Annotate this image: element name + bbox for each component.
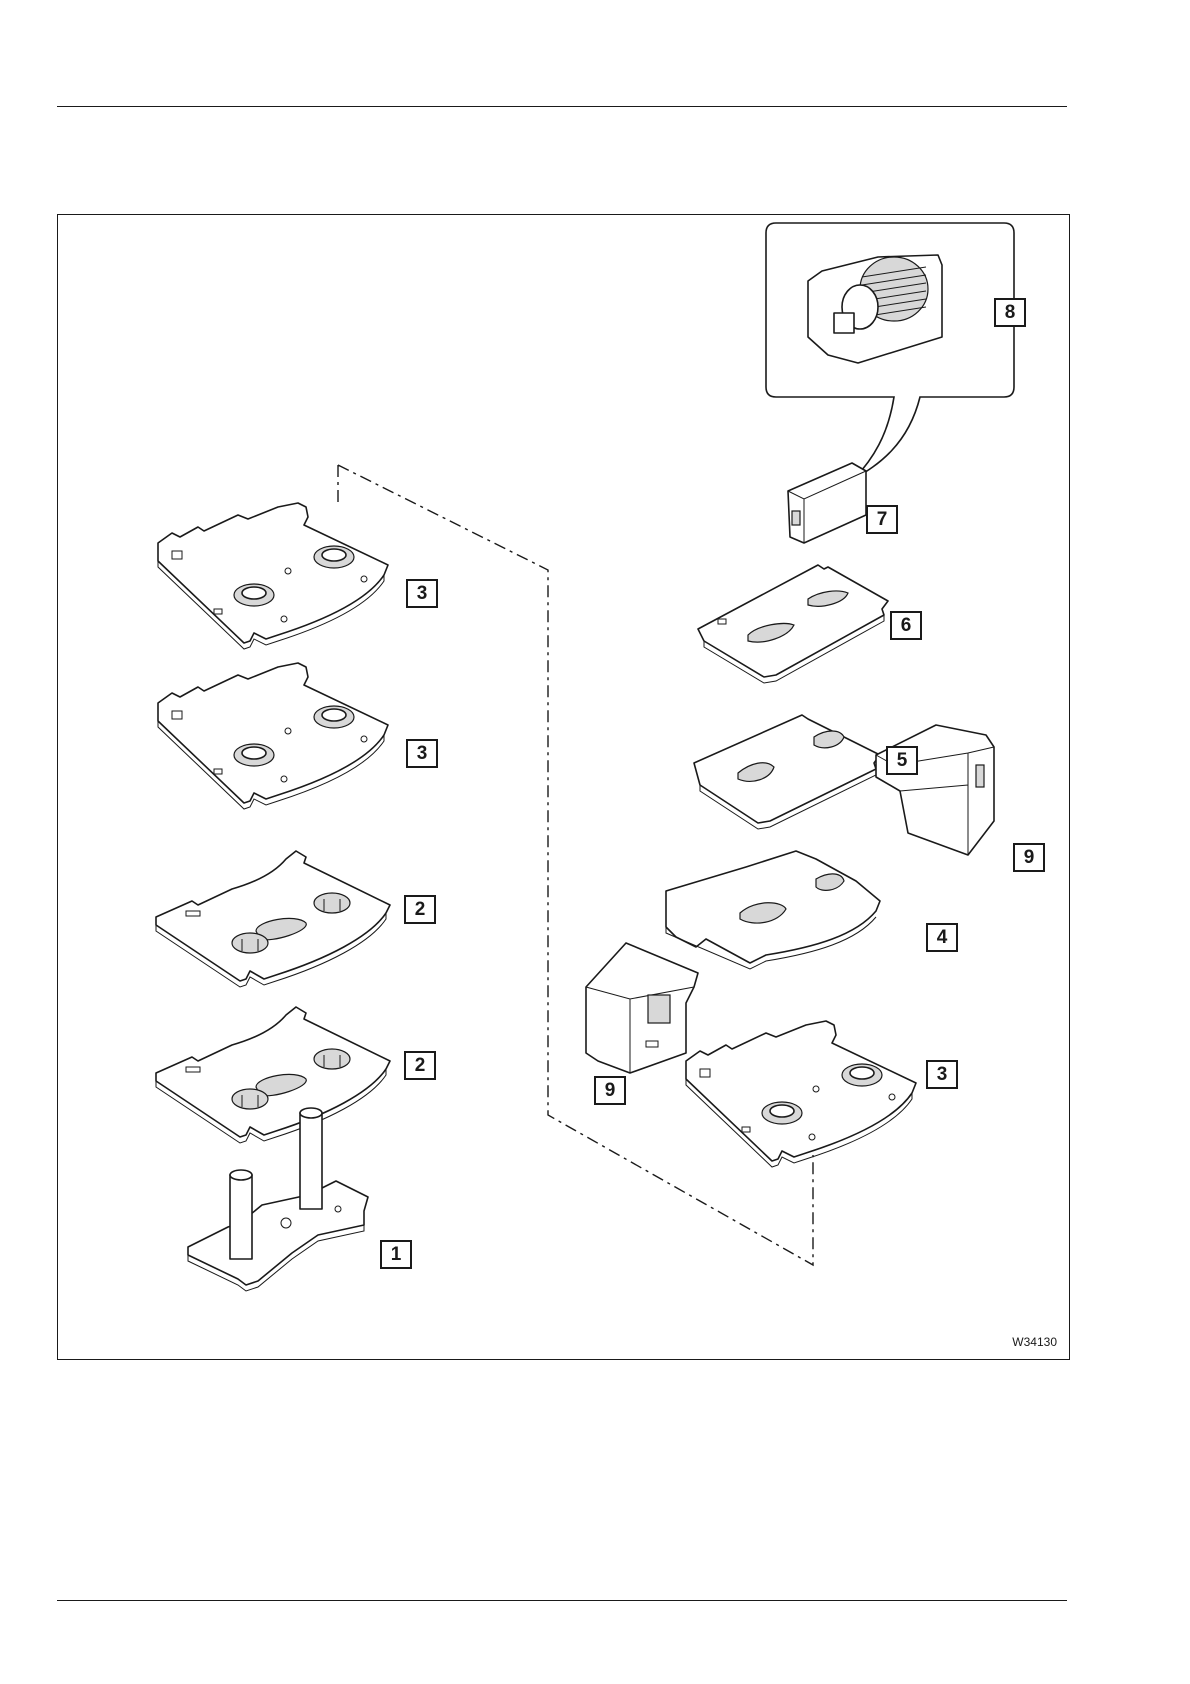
figure-frame: 8 7 3 6 3 5 9 2 4 2 9 3 1 W34130 <box>57 214 1070 1360</box>
counterweight-plate-3-top <box>158 503 388 649</box>
callout-3-top: 3 <box>406 579 438 608</box>
counterweight-block-9-left <box>586 943 698 1073</box>
callout-4: 4 <box>926 923 958 952</box>
callout-2-first: 2 <box>404 895 436 924</box>
figure-code: W34130 <box>1012 1335 1057 1349</box>
bracket-7 <box>788 463 866 543</box>
exploded-parts-illustration <box>58 215 1071 1361</box>
callout-9-right: 9 <box>1013 843 1045 872</box>
callout-5: 5 <box>886 746 918 775</box>
counterweight-plate-3-right <box>686 1021 916 1167</box>
callout-7: 7 <box>866 505 898 534</box>
header-rule <box>57 106 1067 107</box>
counterweight-plate-3-second <box>158 663 388 809</box>
counterweight-block-9-right <box>876 725 994 855</box>
plate-4 <box>666 851 880 969</box>
callout-2-second: 2 <box>404 1051 436 1080</box>
callout-1: 1 <box>380 1240 412 1269</box>
callout-6: 6 <box>890 611 922 640</box>
plate-5 <box>694 715 880 829</box>
counterweight-plate-2-first <box>156 851 390 987</box>
callout-8: 8 <box>994 298 1026 327</box>
plate-6 <box>698 565 888 683</box>
footer-rule <box>57 1600 1067 1601</box>
callout-9-left: 9 <box>594 1076 626 1105</box>
callout-3-right: 3 <box>926 1060 958 1089</box>
callout-3-second: 3 <box>406 739 438 768</box>
counterweight-plate-2-second <box>156 1007 390 1143</box>
base-plate-1 <box>188 1108 368 1291</box>
